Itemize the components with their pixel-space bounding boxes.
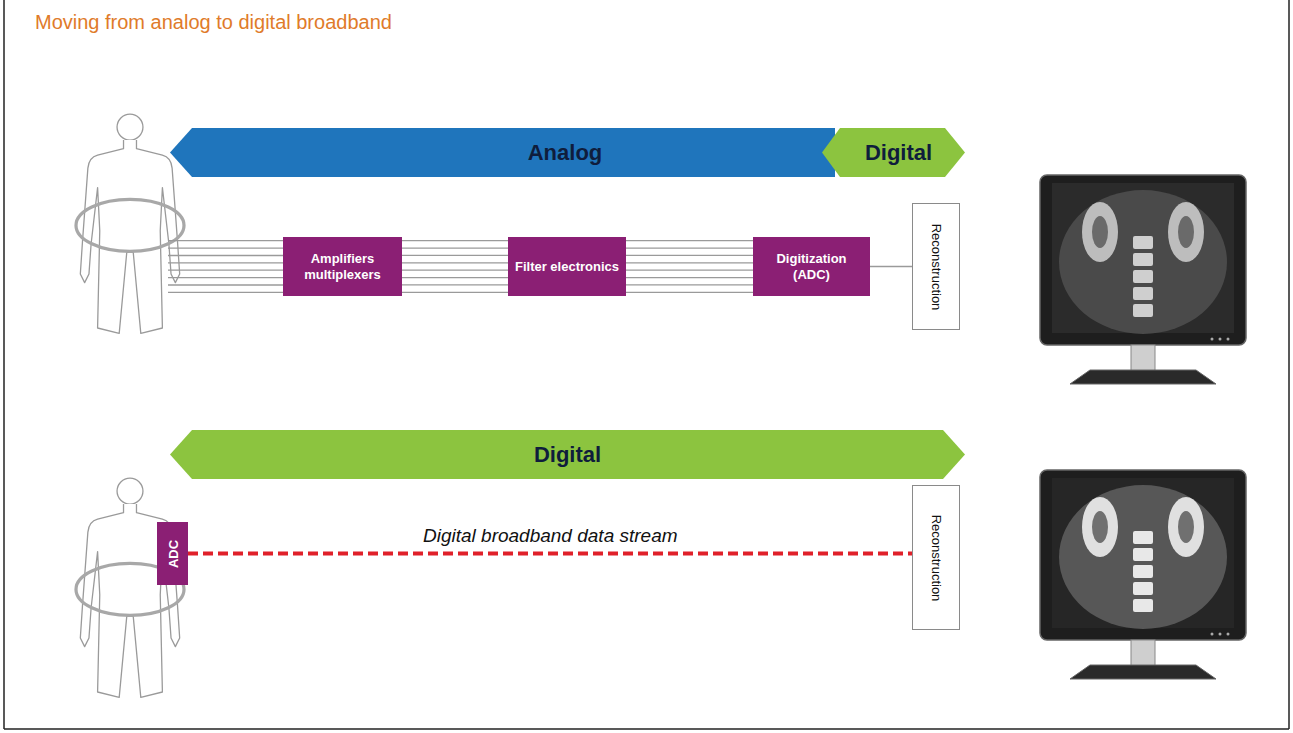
reconstruction-box: Reconstruction [912,485,960,630]
vertical-label: ADC [166,539,179,567]
edge-label: Digital broadband data stream [419,525,682,547]
data-stream-line [188,552,912,556]
diagram-title: Moving from analog to digital broadband [35,11,392,34]
coil-wires [168,241,283,293]
band-label: Analog [528,140,603,166]
box-label: Digitization (ADC) [759,251,864,282]
monitor-image [1040,470,1246,679]
vertical-label: Reconstruction [930,223,943,310]
signal-wires [626,241,753,293]
frame-line [3,0,5,729]
adc-box: ADC [157,522,188,585]
signal-wires [402,241,508,293]
reconstruction-box: Reconstruction [912,203,960,330]
frame-line [1288,0,1290,729]
band-fill [170,430,965,479]
human-figure [76,114,184,333]
human-figure [76,478,184,697]
signal-wires [870,266,912,267]
band-fill [170,128,835,177]
process-box: Digitization (ADC) [753,237,870,296]
band-fill [822,128,965,177]
band-shape [170,128,835,177]
digital-band: Digital [170,430,965,479]
monitor-image [1040,175,1246,384]
digital-band: Digital [822,128,965,177]
analog-band: Analog [170,128,835,177]
vertical-label: Reconstruction [930,514,943,601]
box-label: Amplifiers multiplexers [289,251,396,282]
process-box: Filter electronics [508,237,626,296]
band-label: Digital [865,140,932,166]
process-box: Amplifiers multiplexers [283,237,402,296]
box-label: Filter electronics [515,259,619,274]
band-label: Digital [534,442,601,468]
frame-line [4,728,1289,730]
